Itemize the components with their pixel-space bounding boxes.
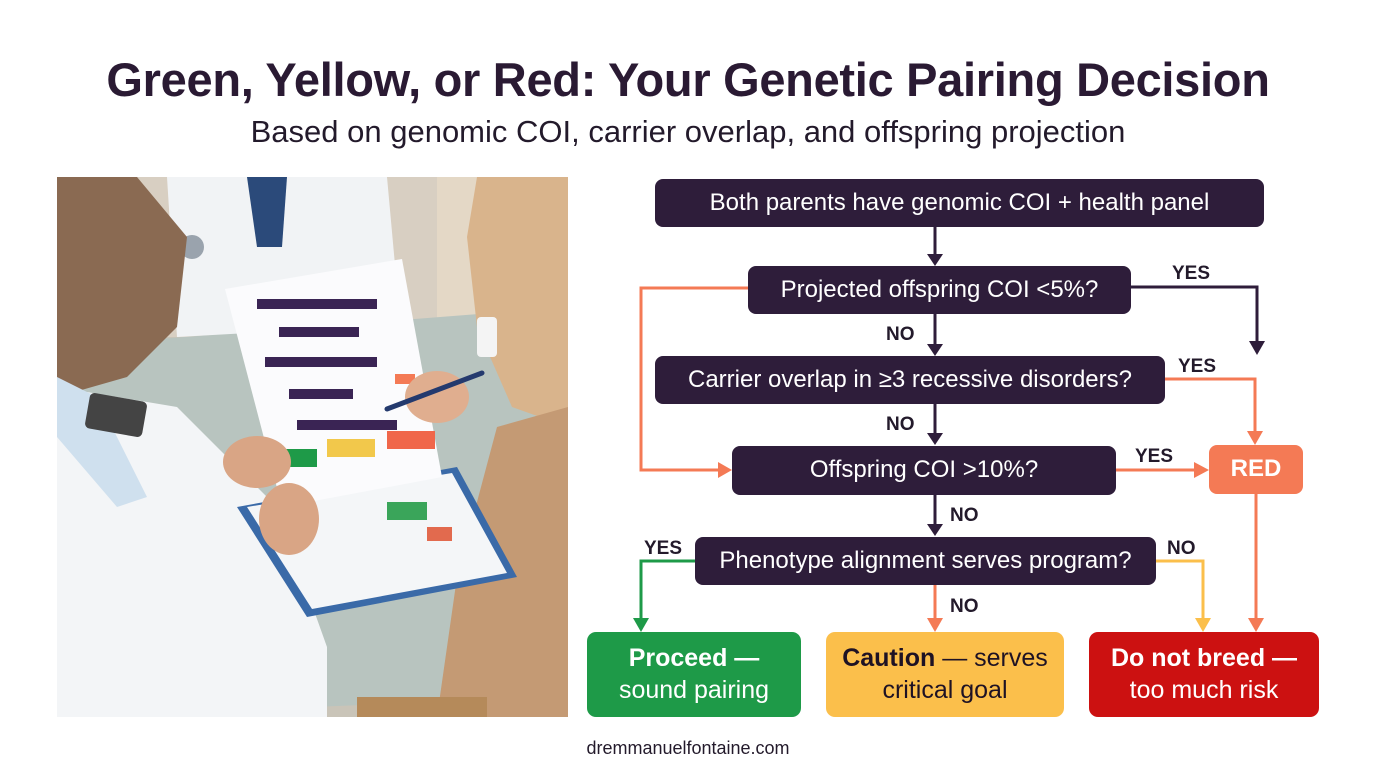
outcome-caution-title: Caution (842, 644, 936, 673)
arrow-q4-no-right (1156, 559, 1205, 620)
label-q3-no: NO (950, 505, 979, 526)
outcome-proceed-title: Proceed — (628, 644, 760, 673)
outcome-caution-detail: critical goal (882, 675, 1008, 704)
start-node: Both parents have genomic COI + health p… (655, 179, 1264, 227)
consultation-photo (57, 177, 568, 717)
label-q2-yes: YES (1178, 356, 1217, 377)
outcome-caution-dash: — serves (935, 644, 1048, 673)
question-carrier-overlap: Carrier overlap in ≥3 recessive disorder… (655, 356, 1165, 404)
outcome-do-not-breed: Do not breed — too much risk (1089, 632, 1319, 717)
label-q1-no: NO (886, 324, 915, 345)
label-q4-no-right: NO (1167, 538, 1196, 559)
question-phenotype-alignment: Phenotype alignment serves program? (695, 537, 1156, 585)
red-node: RED (1209, 445, 1303, 494)
footer-website: dremmanuelfontaine.com (586, 738, 790, 758)
page-subtitle: Based on genomic COI, carrier overlap, a… (250, 114, 1126, 149)
label-q1-yes: YES (1172, 263, 1211, 284)
outcome-proceed: Proceed — sound pairing (587, 632, 801, 717)
outcome-donotbreed-detail: too much risk (1129, 675, 1279, 704)
photo-illustration (57, 177, 568, 717)
outcome-proceed-detail: sound pairing (618, 675, 770, 704)
outcome-caution: Caution — serves critical goal (826, 632, 1064, 717)
arrow-q1-yes (1131, 285, 1259, 343)
arrow-q2-yes (1165, 377, 1257, 433)
label-q4-no-mid: NO (950, 596, 979, 617)
question-offspring-coi-over-10: Offspring COI >10%? (732, 446, 1116, 495)
page-title: Green, Yellow, or Red: Your Genetic Pair… (106, 53, 1270, 106)
question-offspring-coi-under-5: Projected offspring COI <5%? (748, 266, 1131, 314)
arrow-q4-yes (639, 559, 695, 620)
label-q2-no: NO (886, 414, 915, 435)
label-q3-yes: YES (1135, 446, 1174, 467)
label-q4-yes: YES (644, 538, 683, 559)
outcome-donotbreed-title: Do not breed — (1110, 644, 1298, 673)
